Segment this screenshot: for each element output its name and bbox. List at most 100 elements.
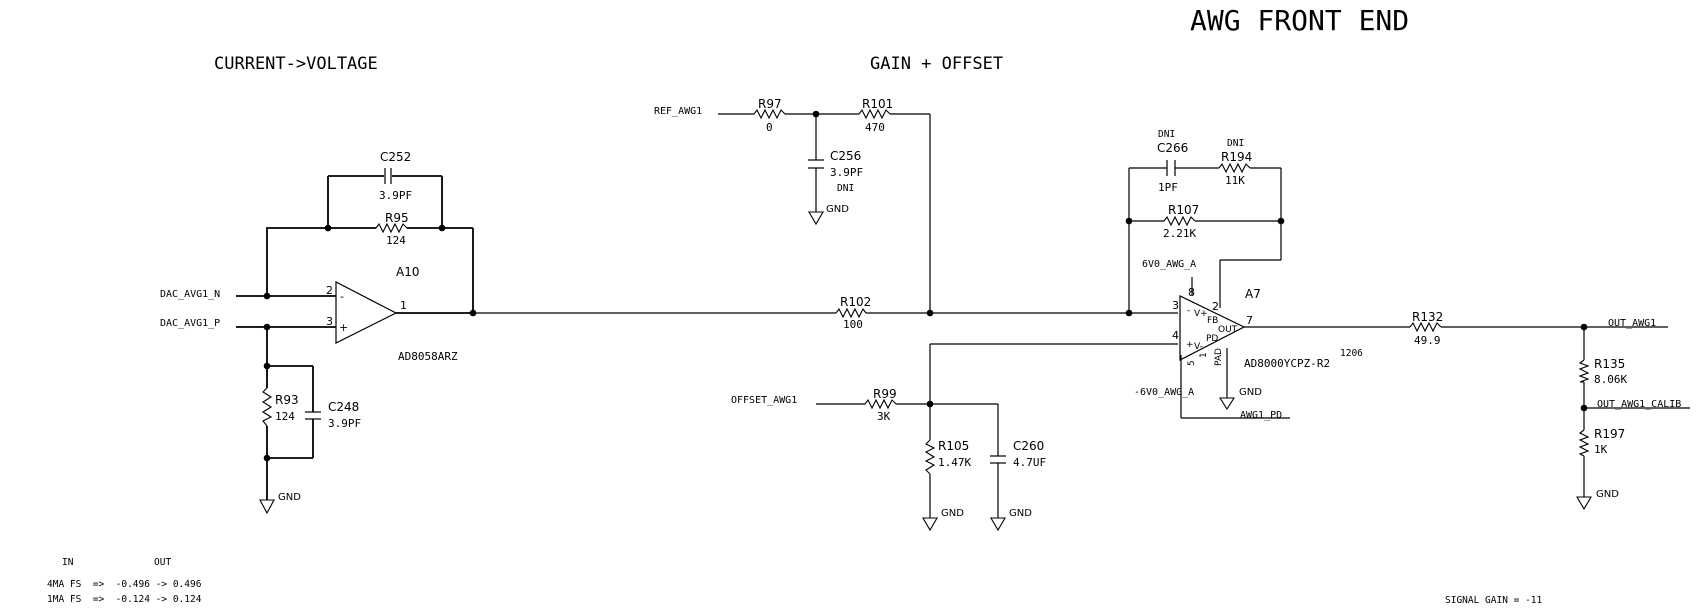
c256-ref: C256 (830, 149, 861, 163)
gnd-label-iv: GND (278, 492, 301, 503)
a7-package: 1206 (1340, 348, 1363, 359)
a7-label-pad: PAD (1214, 348, 1224, 366)
a7-pin-3: 3 (1172, 299, 1179, 312)
net-label-neg-rail: -6V0_AWG_A (1134, 387, 1194, 398)
a7-pin-2: 2 (1212, 300, 1219, 313)
r197-value: 1K (1594, 443, 1608, 456)
c266-ref: C266 (1157, 141, 1188, 155)
a7-plus-sign: + (1186, 340, 1194, 350)
r99-resistor (864, 398, 897, 410)
table-row-1ma: 1MA FS => -0.124 -> 0.124 (47, 594, 202, 605)
net-label-offset: OFFSET_AWG1 (731, 395, 797, 406)
r197-resistor (1578, 429, 1590, 457)
a10-pin-3: 3 (326, 315, 333, 328)
r102-resistor (835, 307, 867, 319)
r105-resistor (924, 439, 936, 475)
a10-pin-1: 1 (400, 299, 407, 312)
gnd-label-a7: GND (1239, 387, 1262, 398)
r101-value: 470 (865, 121, 885, 134)
a10-pin-2: 2 (326, 284, 333, 297)
a7-ref: A7 (1245, 287, 1261, 301)
r101-resistor (858, 108, 891, 120)
r135-ref: R135 (1594, 357, 1625, 371)
a7-part: AD8000YCPZ-R2 (1244, 357, 1330, 370)
net-label-dac-p: DAC_AVG1_P (160, 318, 220, 329)
r194-value: 11K (1225, 174, 1245, 187)
r194-dni-note: DNI (1227, 138, 1244, 149)
section-current-voltage: CURRENT->VOLTAGE (214, 54, 378, 74)
a7-label-vpos: V+ (1194, 309, 1208, 319)
r95-value: 124 (386, 234, 406, 247)
c256-capacitor (808, 159, 824, 169)
c248-capacitor (305, 404, 321, 427)
r135-value: 8.06K (1594, 373, 1627, 386)
r107-resistor (1163, 215, 1196, 227)
r93-ref: R93 (275, 393, 299, 407)
a7-label-pd: PD (1206, 334, 1218, 344)
r132-value: 49.9 (1414, 334, 1441, 347)
gain-wires (473, 113, 1690, 518)
gnd-label-r197: GND (1596, 489, 1619, 500)
ground-symbol-r105 (922, 517, 938, 532)
r194-resistor (1218, 162, 1251, 174)
a7-pin-1: 1 (1199, 352, 1209, 358)
net-label-out: OUT_AWG1 (1608, 318, 1656, 329)
c256-dni-note: DNI (837, 183, 854, 194)
net-label-out-calib: OUT_AWG1_CALIB (1597, 399, 1681, 410)
r93-value: 124 (275, 410, 295, 423)
r105-ref: R105 (938, 439, 969, 453)
a7-minus-sign: - (1187, 306, 1190, 316)
c252-capacitor (384, 168, 392, 184)
ground-symbol-c256 (808, 211, 824, 226)
gnd-label-r105: GND (941, 508, 964, 519)
a10-plus-sign: + (339, 321, 348, 334)
table-header-in: IN (62, 557, 74, 568)
a7-pin-4: 4 (1172, 329, 1179, 342)
r97-ref: R97 (758, 97, 782, 111)
a10-ref: A10 (396, 265, 419, 279)
ground-symbol-c260 (990, 517, 1006, 532)
ground-symbol-a7 (1218, 397, 1236, 411)
schematic-title: AWG FRONT END (1190, 4, 1409, 37)
c266-dni-note: DNI (1158, 129, 1175, 140)
r107-value: 2.21K (1163, 227, 1196, 240)
a7-label-fb: FB (1207, 316, 1218, 326)
r105-value: 1.47K (938, 456, 971, 469)
c252-value: 3.9PF (379, 189, 412, 202)
iv-junctions (263, 224, 477, 462)
r132-resistor (1409, 321, 1442, 333)
gain-junctions (812, 110, 1588, 412)
c256-value: 3.9PF (830, 166, 863, 179)
r95-ref: R95 (385, 211, 409, 225)
table-header-out: OUT (154, 557, 171, 568)
c248-ref: C248 (328, 400, 359, 414)
r102-value: 100 (843, 318, 863, 331)
c248-value: 3.9PF (328, 417, 361, 430)
r135-resistor (1578, 359, 1590, 383)
a7-label-vneg: V- (1194, 342, 1203, 352)
r93-resistor (261, 387, 273, 427)
r197-ref: R197 (1594, 427, 1625, 441)
a7-pin-8: 8 (1188, 286, 1195, 299)
c260-capacitor (990, 455, 1006, 464)
net-label-pos-rail: 6V0_AWG_A (1142, 259, 1196, 270)
r99-value: 3K (877, 410, 891, 423)
net-label-pd: AWG1_PD (1240, 410, 1282, 421)
a7-pin-5: 5 (1187, 360, 1197, 366)
r99-ref: R99 (873, 387, 897, 401)
gnd-label-c256: GND (826, 204, 849, 215)
r95-resistor (375, 222, 408, 234)
r102-ref: R102 (840, 295, 871, 309)
c260-ref: C260 (1013, 439, 1044, 453)
ground-symbol-r197 (1576, 496, 1592, 511)
r132-ref: R132 (1412, 310, 1443, 324)
a7-opamp-symbol (1179, 295, 1246, 361)
table-row-4ma: 4MA FS => -0.496 -> 0.496 (47, 579, 202, 590)
iv-wires (236, 175, 474, 500)
r194-ref: R194 (1221, 150, 1252, 164)
ground-symbol-iv (259, 499, 275, 515)
net-label-ref: REF_AWG1 (654, 106, 702, 117)
r101-ref: R101 (862, 97, 893, 111)
net-label-dac-n: DAC_AVG1_N (160, 289, 220, 300)
